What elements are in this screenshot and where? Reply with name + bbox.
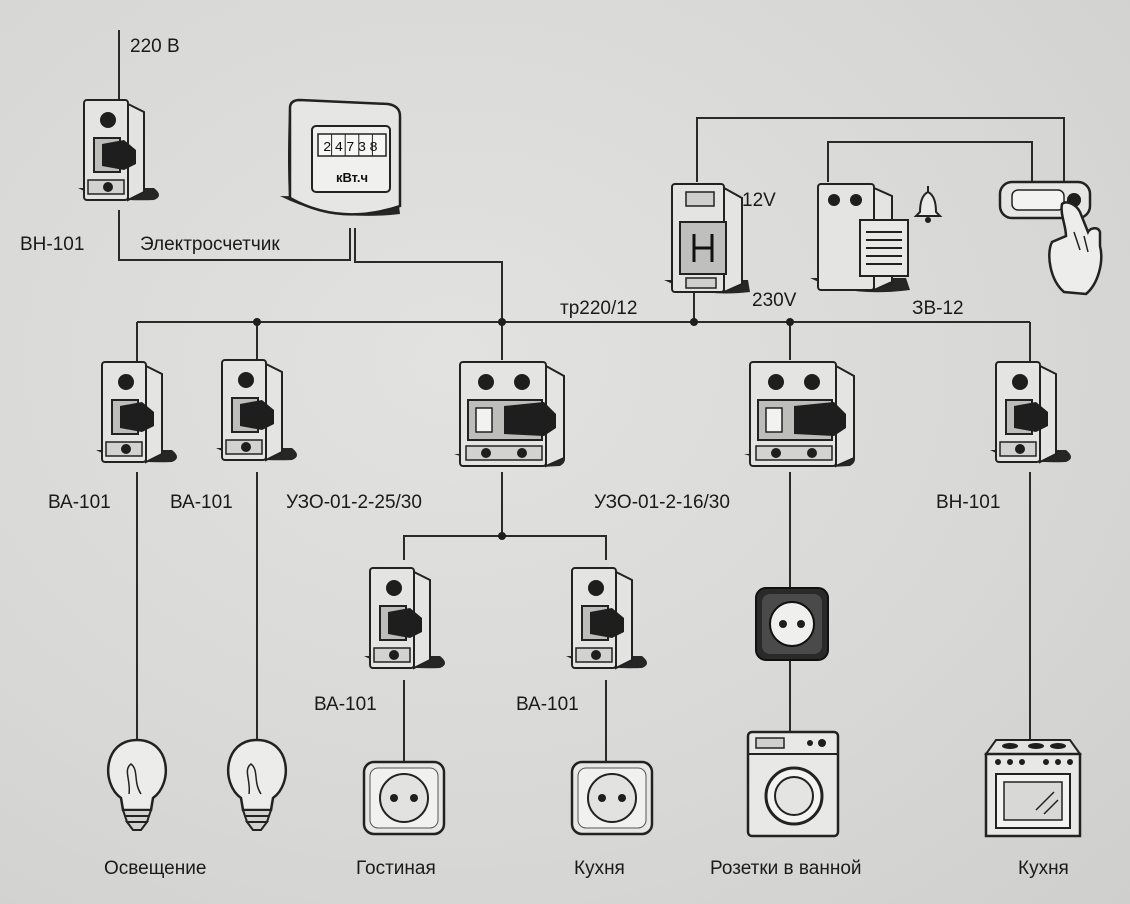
rcd-16-30-icon <box>743 361 856 468</box>
supply-label: 220 В <box>130 36 180 57</box>
rcd-1-label: УЗО-01-2-25/30 <box>286 492 422 513</box>
load-kitchen-sockets-label: Кухня <box>574 858 625 879</box>
doorbell-button-icon <box>998 180 1103 296</box>
transformer-icon <box>664 183 750 294</box>
breaker-2-label: ВА-101 <box>170 492 233 513</box>
breaker-lighting-2-icon <box>215 359 298 462</box>
meter-label: Электросчетчик <box>140 234 280 255</box>
breaker-living-icon <box>363 567 446 670</box>
living-room-socket-icon <box>362 760 446 836</box>
electricity-meter-icon: 24738 кВт.ч <box>280 98 402 216</box>
transformer-label: тр220/12 <box>560 298 637 319</box>
bell-relay-icon <box>810 183 910 293</box>
labels: 220 В ВН-101 Электросчетчик 12V тр220/12… <box>20 36 1069 879</box>
breaker-1-label: ВА-101 <box>48 492 111 513</box>
light-bulb-2-icon <box>226 738 288 832</box>
bell-icon <box>913 186 943 223</box>
meter-unit: кВт.ч <box>336 170 368 185</box>
kitchen-socket-icon <box>570 760 654 836</box>
meter-digits: 24738 <box>323 140 381 156</box>
main-breaker-label: ВН-101 <box>20 234 84 255</box>
breaker-kitchen-main-label: ВН-101 <box>936 492 1000 513</box>
light-bulb-1-icon <box>106 738 168 832</box>
breaker-kitchen-main-icon <box>989 361 1072 464</box>
breaker-kitchen-label: ВА-101 <box>516 694 579 715</box>
breaker-lighting-1-icon <box>95 361 178 464</box>
rcd-2-label: УЗО-01-2-16/30 <box>594 492 730 513</box>
main-breaker-icon <box>77 99 160 202</box>
washing-machine-icon <box>746 730 840 838</box>
transformer-low-voltage-label: 12V <box>742 190 776 211</box>
load-lighting-label: Освещение <box>104 858 206 879</box>
transformer-high-voltage-label: 230V <box>752 290 797 311</box>
load-kitchen-stove-label: Кухня <box>1018 858 1069 879</box>
breaker-living-label: ВА-101 <box>314 694 377 715</box>
rcd-25-30-icon <box>453 361 566 468</box>
load-bathroom-label: Розетки в ванной <box>710 858 862 879</box>
bathroom-socket-icon <box>755 587 829 661</box>
wiring <box>118 30 1065 762</box>
breaker-kitchen-icon <box>565 567 648 670</box>
stove-icon <box>984 739 1082 838</box>
bell-label: ЗВ-12 <box>912 298 964 319</box>
load-living-label: Гостиная <box>356 858 436 879</box>
